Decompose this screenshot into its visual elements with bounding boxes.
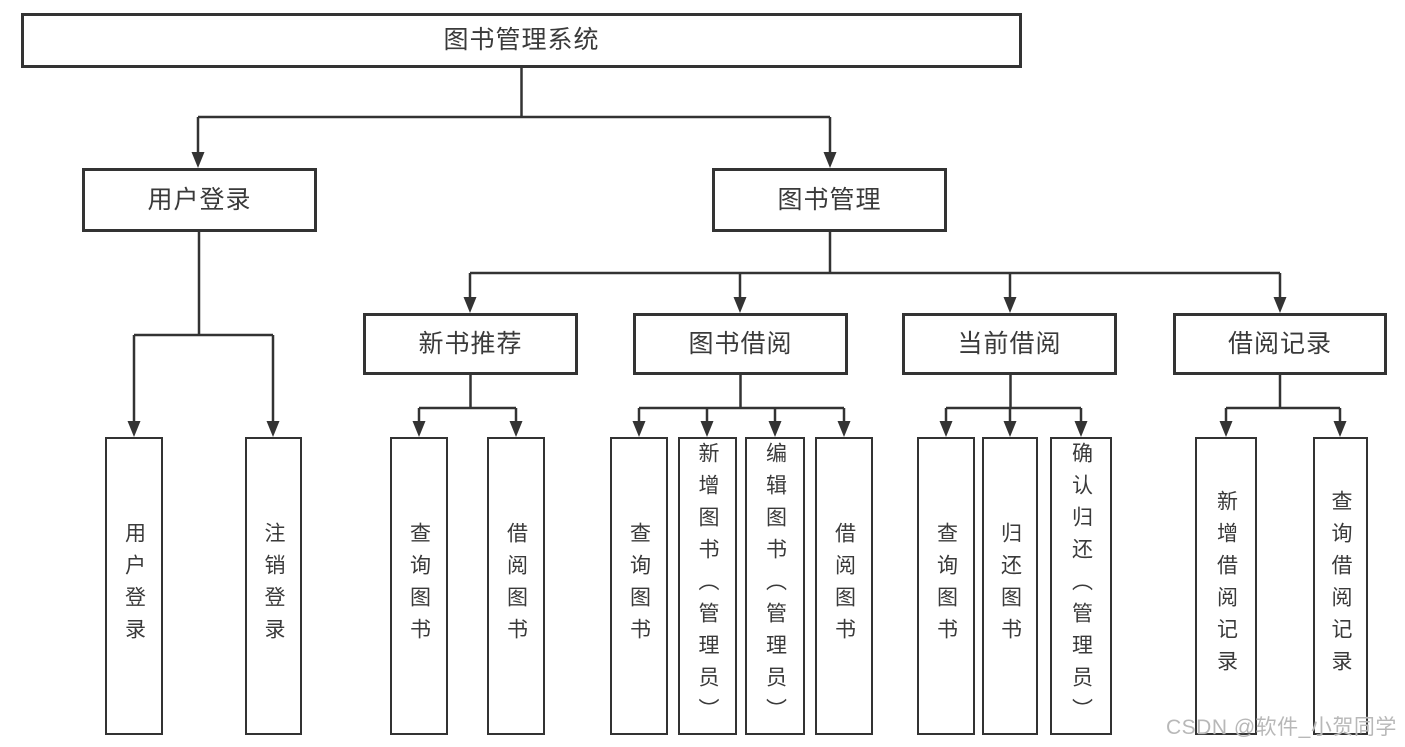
node-leaf-user-login: 用户登录 [105, 437, 163, 735]
arrowhead-icon [1273, 297, 1287, 313]
node-label-root: 图书管理系统 [443, 26, 600, 54]
arrowhead-icon [837, 421, 851, 437]
node-bb-edit-books: 编辑图书（管理员） [745, 437, 805, 735]
arrowhead-icon [1003, 421, 1017, 437]
node-cb-return-books: 归还图书 [982, 437, 1038, 735]
arrowhead-icon [191, 152, 205, 168]
node-cb-confirm-return: 确认归还（管理员） [1050, 437, 1112, 735]
node-br-add-record: 新增借阅记录 [1195, 437, 1257, 735]
node-label-leaf-logout: 注销登录 [262, 522, 285, 650]
node-book-borrow: 图书借阅 [633, 313, 848, 375]
node-label-new-book-rec: 新书推荐 [418, 329, 523, 358]
arrowhead-icon [412, 421, 426, 437]
node-book-mgmt: 图书管理 [712, 168, 947, 232]
node-label-br-add-record: 新增借阅记录 [1214, 490, 1238, 682]
node-nb-borrow-books: 借阅图书 [487, 437, 545, 735]
node-user-login: 用户登录 [82, 168, 317, 232]
node-leaf-logout: 注销登录 [245, 437, 302, 735]
node-label-br-query-record: 查询借阅记录 [1329, 490, 1352, 682]
node-label-book-mgmt: 图书管理 [777, 185, 882, 214]
node-label-nb-query-books: 查询图书 [407, 522, 431, 650]
node-label-book-borrow: 图书借阅 [688, 329, 793, 358]
arrowhead-icon [463, 297, 477, 313]
node-br-query-record: 查询借阅记录 [1313, 437, 1368, 735]
node-label-current-borrow: 当前借阅 [957, 329, 1062, 358]
arrowhead-icon [768, 421, 782, 437]
node-new-book-rec: 新书推荐 [363, 313, 578, 375]
node-label-bb-query-books: 查询图书 [627, 522, 651, 650]
node-root: 图书管理系统 [21, 13, 1022, 68]
node-bb-add-books: 新增图书（管理员） [678, 437, 737, 735]
node-label-borrow-records: 借阅记录 [1227, 329, 1332, 358]
arrowhead-icon [1219, 421, 1233, 437]
node-cb-query-books: 查询图书 [917, 437, 975, 735]
node-label-bb-edit-books: 编辑图书（管理员） [763, 442, 787, 730]
arrowhead-icon [939, 421, 953, 437]
node-label-leaf-user-login: 用户登录 [122, 522, 146, 650]
node-nb-query-books: 查询图书 [390, 437, 448, 735]
arrowhead-icon [632, 421, 646, 437]
arrowhead-icon [266, 421, 280, 437]
arrowhead-icon [509, 421, 523, 437]
arrowhead-icon [823, 152, 837, 168]
node-borrow-records: 借阅记录 [1173, 313, 1387, 375]
arrowhead-icon [127, 421, 141, 437]
arrowhead-icon [1333, 421, 1347, 437]
arrowhead-icon [733, 297, 747, 313]
node-label-user-login: 用户登录 [147, 185, 252, 214]
node-bb-borrow-books: 借阅图书 [815, 437, 873, 735]
node-label-cb-query-books: 查询图书 [934, 522, 958, 650]
node-label-nb-borrow-books: 借阅图书 [504, 522, 528, 650]
watermark: CSDN @软件_小贺同学 [1166, 716, 1397, 739]
arrowhead-icon [1074, 421, 1088, 437]
node-label-cb-return-books: 归还图书 [998, 522, 1022, 650]
node-bb-query-books: 查询图书 [610, 437, 668, 735]
arrowhead-icon [1003, 297, 1017, 313]
node-label-bb-add-books: 新增图书（管理员） [696, 442, 719, 730]
node-label-cb-confirm-return: 确认归还（管理员） [1069, 442, 1093, 730]
node-current-borrow: 当前借阅 [902, 313, 1117, 375]
arrowhead-icon [700, 421, 714, 437]
node-label-bb-borrow-books: 借阅图书 [832, 522, 856, 650]
